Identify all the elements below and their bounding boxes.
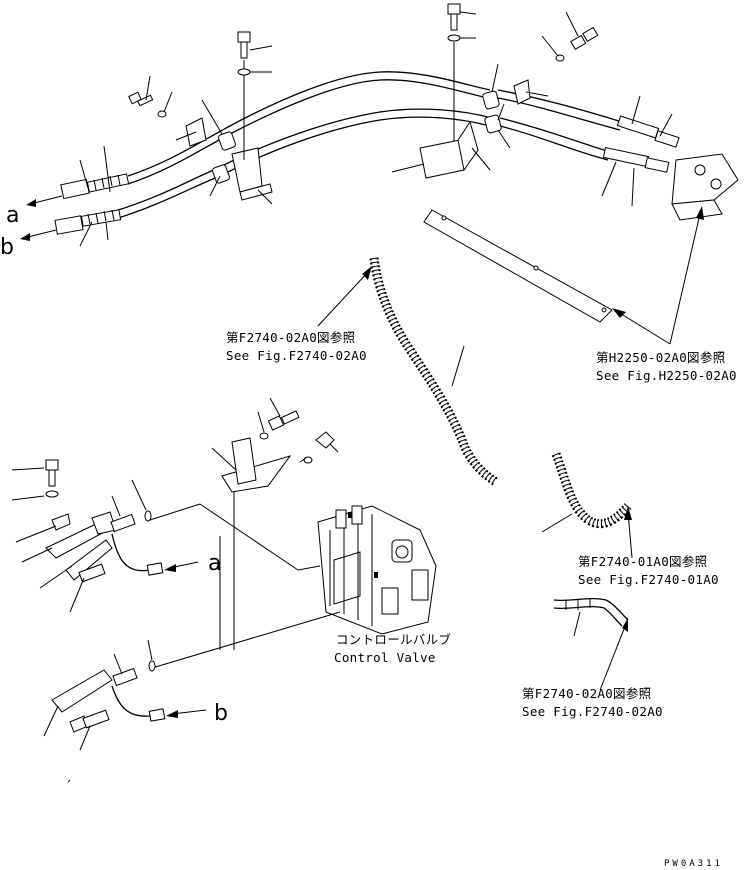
connection-letter-a-lower: a: [208, 551, 221, 576]
callout-f2740-02a0-top-en: See Fig.F2740-02A0: [226, 348, 367, 363]
upper-hose-assembly: [20, 3, 739, 323]
hose-end-fitting-b: [54, 209, 122, 235]
control-valve-label-jp: コントロールバルブ: [336, 632, 451, 647]
connection-letter-b-lower: b: [214, 701, 228, 726]
spiral-sleeve-center: [369, 257, 499, 486]
callout-f2740-02a0-bottom-jp: 第F2740-02A0図参照: [522, 686, 651, 701]
callout-h2250-02a0-en: See Fig.H2250-02A0: [596, 368, 737, 383]
callout-h2250-02a0-jp: 第H2250-02A0図参照: [596, 350, 725, 365]
spiral-sleeve-right: [551, 452, 632, 529]
callout-f2740-02a0-bottom-en: See Fig.F2740-02A0: [522, 704, 663, 719]
drawing-code: PW0A311: [664, 859, 723, 869]
callout-f2740-01a0-en: See Fig.F2740-01A0: [578, 572, 719, 587]
connection-letter-b-upper: b: [0, 235, 14, 260]
control-valve-label-en: Control Valve: [334, 650, 436, 665]
connection-letter-a-upper: a: [6, 203, 19, 228]
sleeve-bottom-right: [553, 597, 629, 627]
control-valve: [317, 505, 437, 635]
callout-f2740-02a0-top-jp: 第F2740-02A0図参照: [226, 330, 355, 345]
lower-assembly: コントロールバルブ Control Valve: [11, 397, 451, 783]
hose-end-fitting-a: [60, 173, 130, 200]
callout-f2740-01a0-jp: 第F2740-01A0図参照: [578, 554, 707, 569]
